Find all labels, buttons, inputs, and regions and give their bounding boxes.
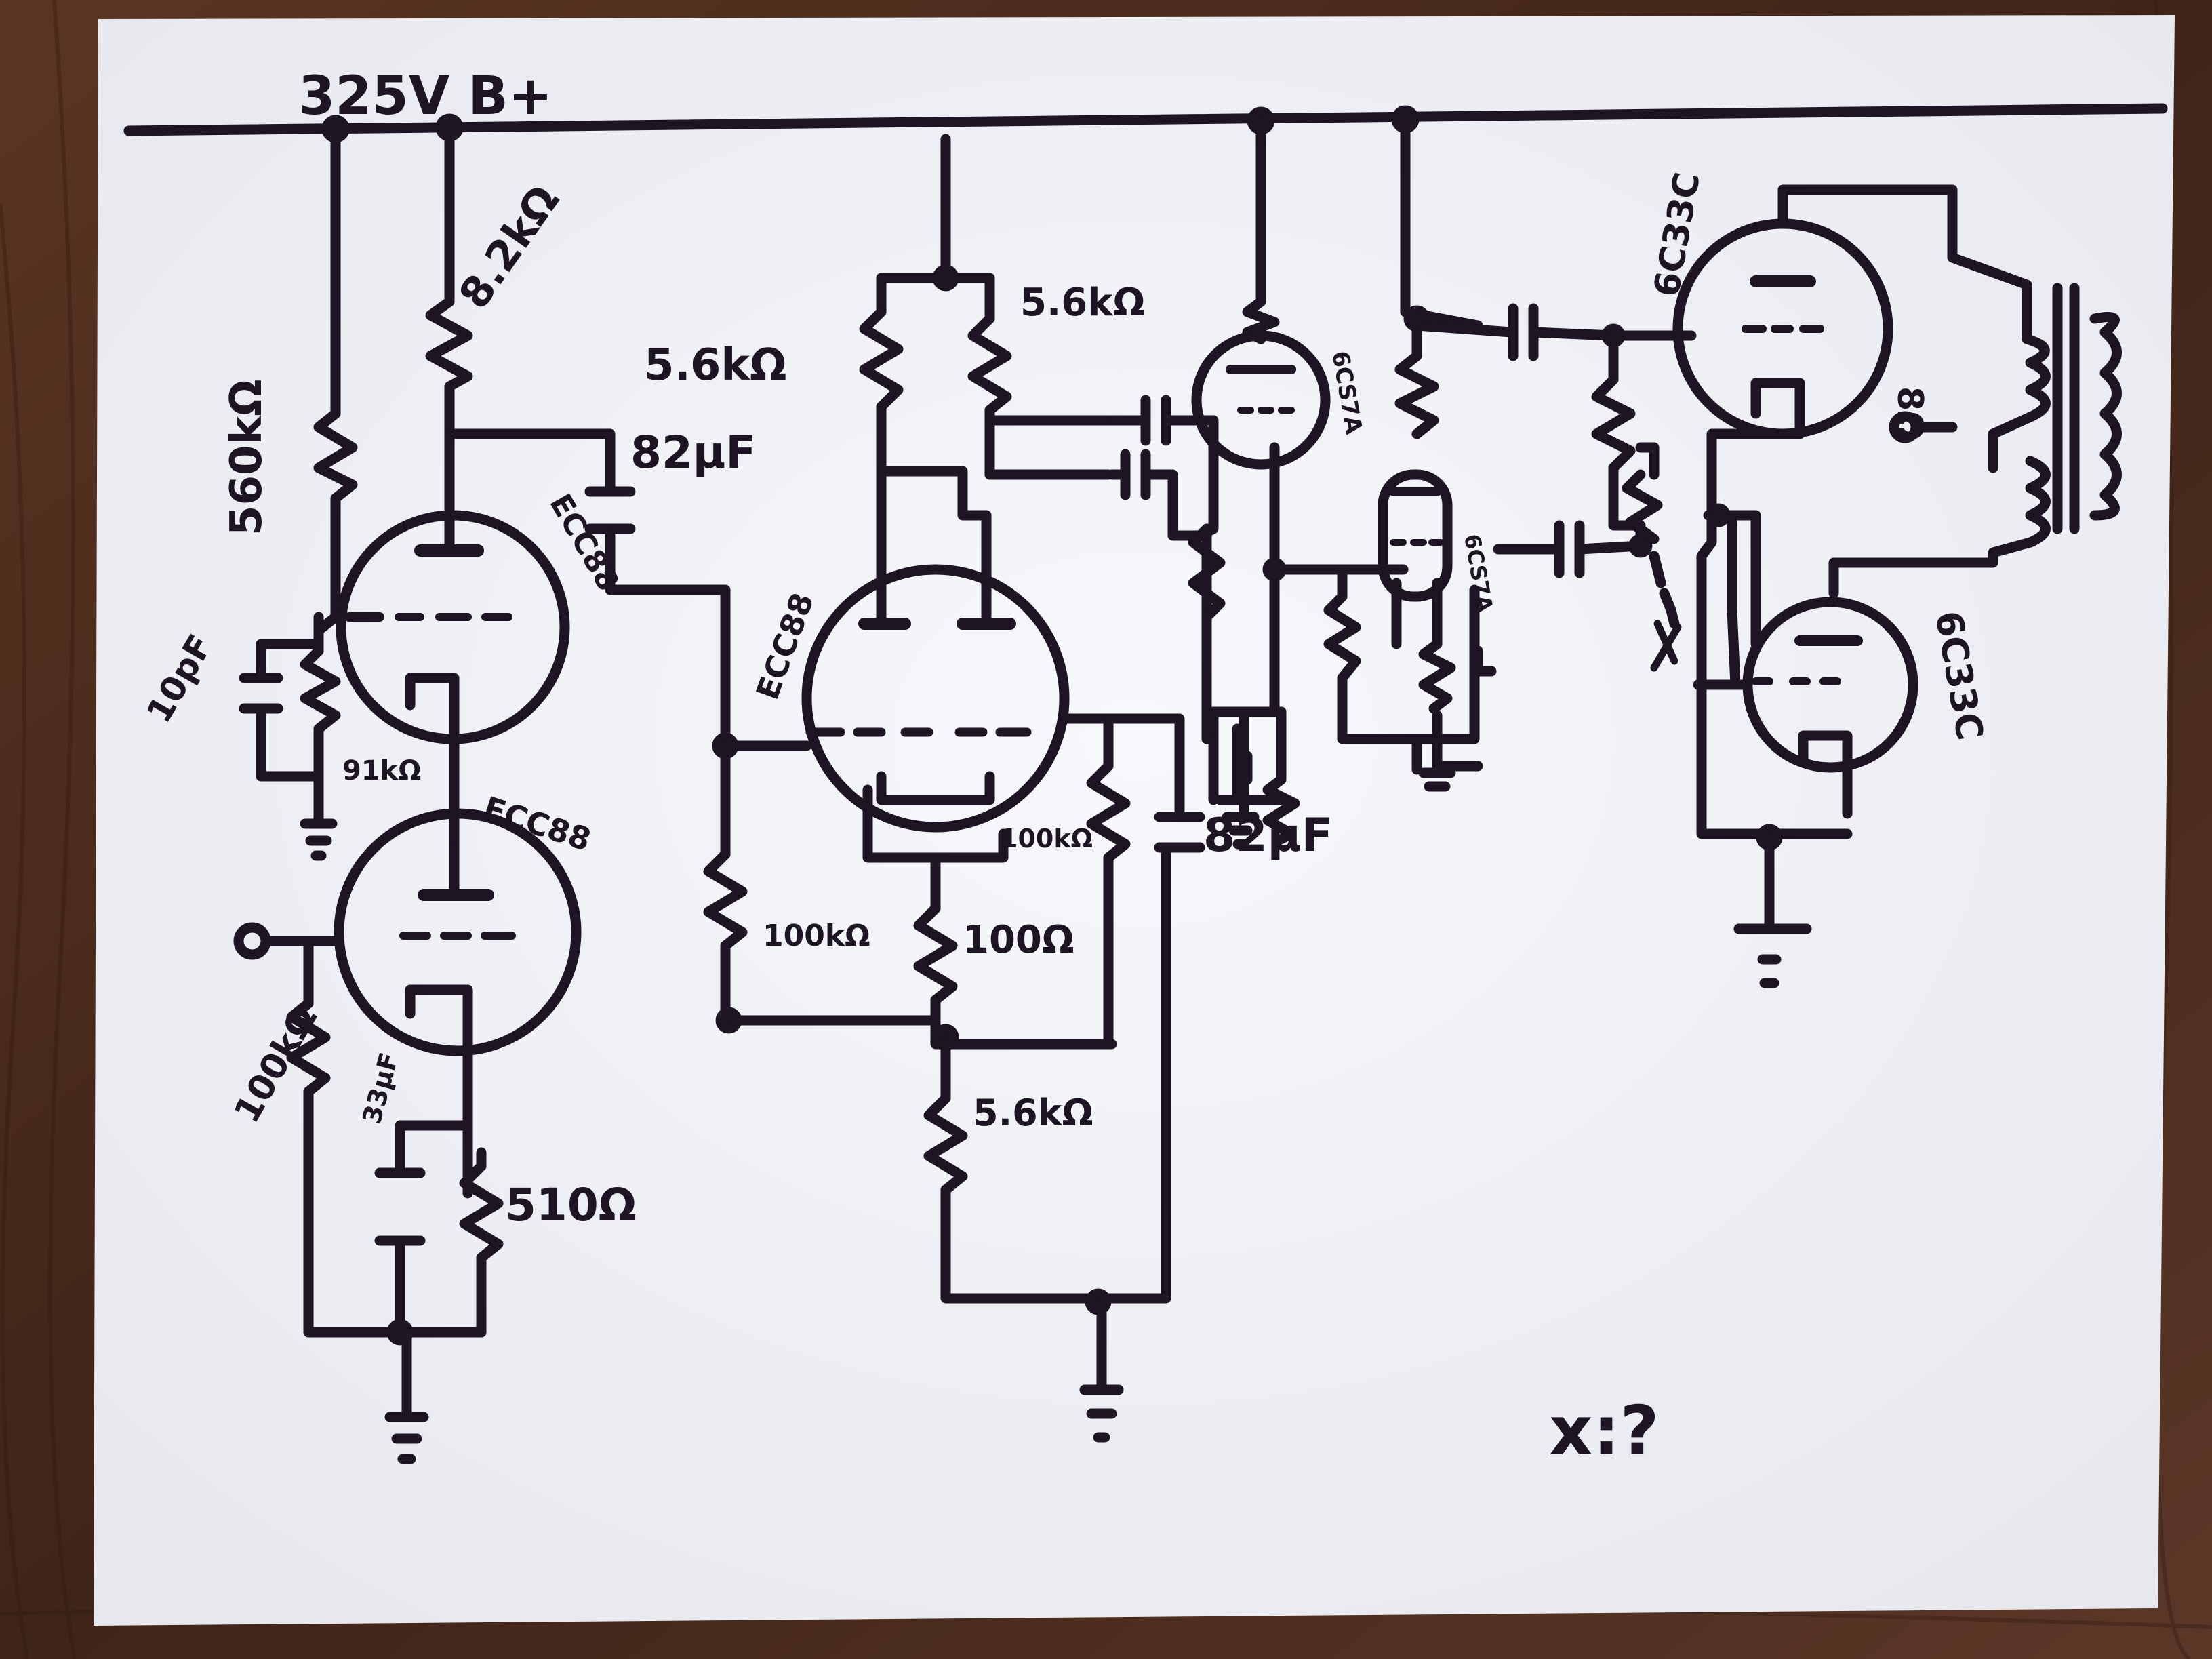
ground-1 xyxy=(300,818,338,861)
label-resistor-560k: 560kΩ xyxy=(222,379,272,536)
capacitor-82u-bottom xyxy=(1154,812,1205,853)
label-resistor-5k6-left: 5.6kΩ xyxy=(644,340,786,391)
capacitor-10p xyxy=(239,673,283,714)
junction-dot xyxy=(715,1007,742,1034)
ground-3 xyxy=(1079,1384,1124,1443)
output-coil-primary xyxy=(2022,334,2051,422)
label-resistor-5k6-right: 5.6kΩ xyxy=(1020,281,1145,325)
resistor-5k6-tail xyxy=(923,1093,968,1195)
schematic xyxy=(123,103,2168,1464)
label-resistor-100k-grid: 100kΩ xyxy=(763,919,870,953)
resistor-5k6-right xyxy=(967,313,1012,416)
transformer-core xyxy=(2052,283,2080,534)
labels: 325V B+ 560kΩ 8.2kΩ 82µF ECC88 10pF 91kΩ… xyxy=(139,66,1991,1471)
junction-dot xyxy=(1262,557,1287,582)
resistor-91k xyxy=(300,645,341,734)
resistor-510 xyxy=(459,1161,504,1263)
resistor-100 xyxy=(913,903,958,1005)
ground-5 xyxy=(1733,923,1812,988)
label-resistor-91k: 91kΩ xyxy=(342,755,421,786)
b-plus-rail xyxy=(123,103,2168,136)
resistor-100k-fb xyxy=(1086,761,1131,863)
tube-v5 xyxy=(1378,469,1453,602)
marker-x xyxy=(1650,620,1682,672)
paper-sheet xyxy=(94,15,2175,1626)
resistor-8k2 xyxy=(425,296,473,392)
resistor-560k xyxy=(313,408,358,504)
output-coil-secondary xyxy=(2089,312,2122,521)
annotation-question: x:? xyxy=(1549,1391,1660,1471)
tube-v4 xyxy=(1191,330,1331,470)
label-resistor-510: 510Ω xyxy=(505,1179,637,1231)
resistor-100k-in xyxy=(286,998,331,1097)
ground-4 xyxy=(1222,812,1260,850)
capacitor-82u-top xyxy=(584,486,636,534)
label-capacitor-82u-bottom: 82µF xyxy=(1203,809,1333,862)
ground-2 xyxy=(384,1412,429,1464)
resistor-100k-grid xyxy=(703,849,748,951)
tube-v2 xyxy=(334,808,582,1056)
label-resistor-5k6-tail: 5.6kΩ xyxy=(973,1092,1093,1134)
resistor-5k6-left xyxy=(859,306,904,412)
label-resistor-100: 100Ω xyxy=(963,918,1074,962)
supply-label: 325V B+ xyxy=(298,66,552,127)
label-resistor-100k-fb: 100kΩ xyxy=(1000,824,1093,854)
tube-v3 xyxy=(801,564,1070,833)
label-output: 8Ω xyxy=(1889,386,1930,441)
label-capacitor-82u-top: 82µF xyxy=(630,426,757,479)
